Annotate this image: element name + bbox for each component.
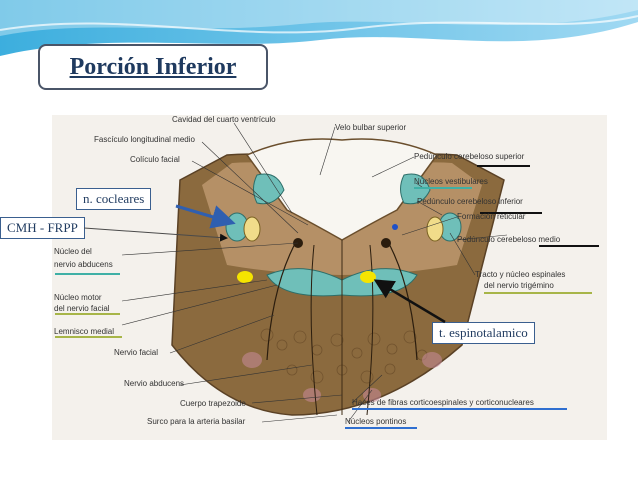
arrow-cmh [84, 228, 226, 238]
arrow-espinotalamico [378, 282, 445, 322]
arrow-cocleares [176, 206, 230, 222]
